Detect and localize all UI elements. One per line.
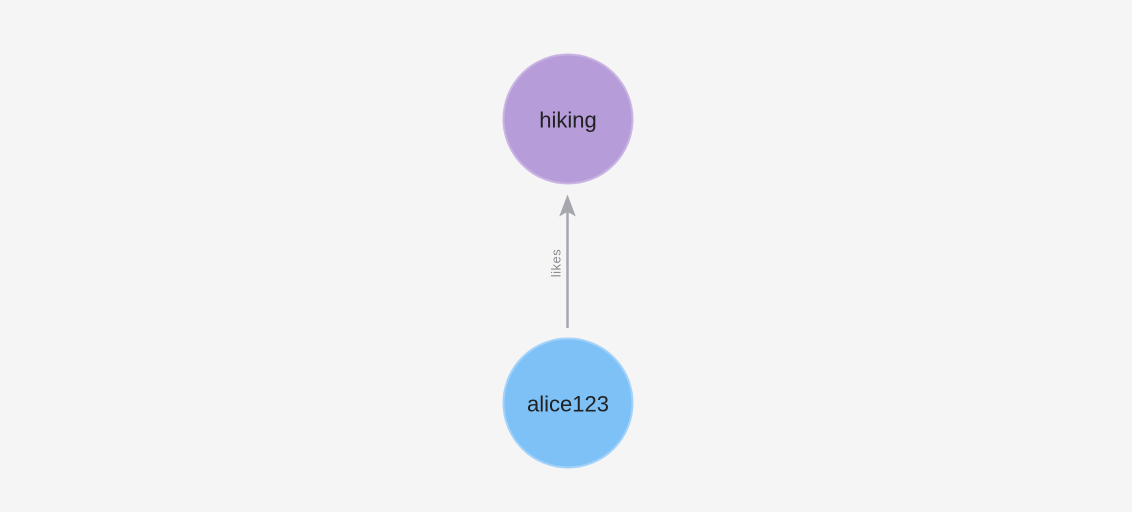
node-circle-alice123[interactable]: [502, 337, 634, 469]
arrowhead-up-icon: [559, 194, 576, 217]
node-hiking: hiking: [502, 53, 634, 185]
node-alice123: alice123: [502, 337, 634, 469]
edge-likes: likes: [549, 194, 576, 328]
node-circle-hiking[interactable]: [502, 53, 634, 185]
edge-label: likes: [549, 249, 564, 278]
